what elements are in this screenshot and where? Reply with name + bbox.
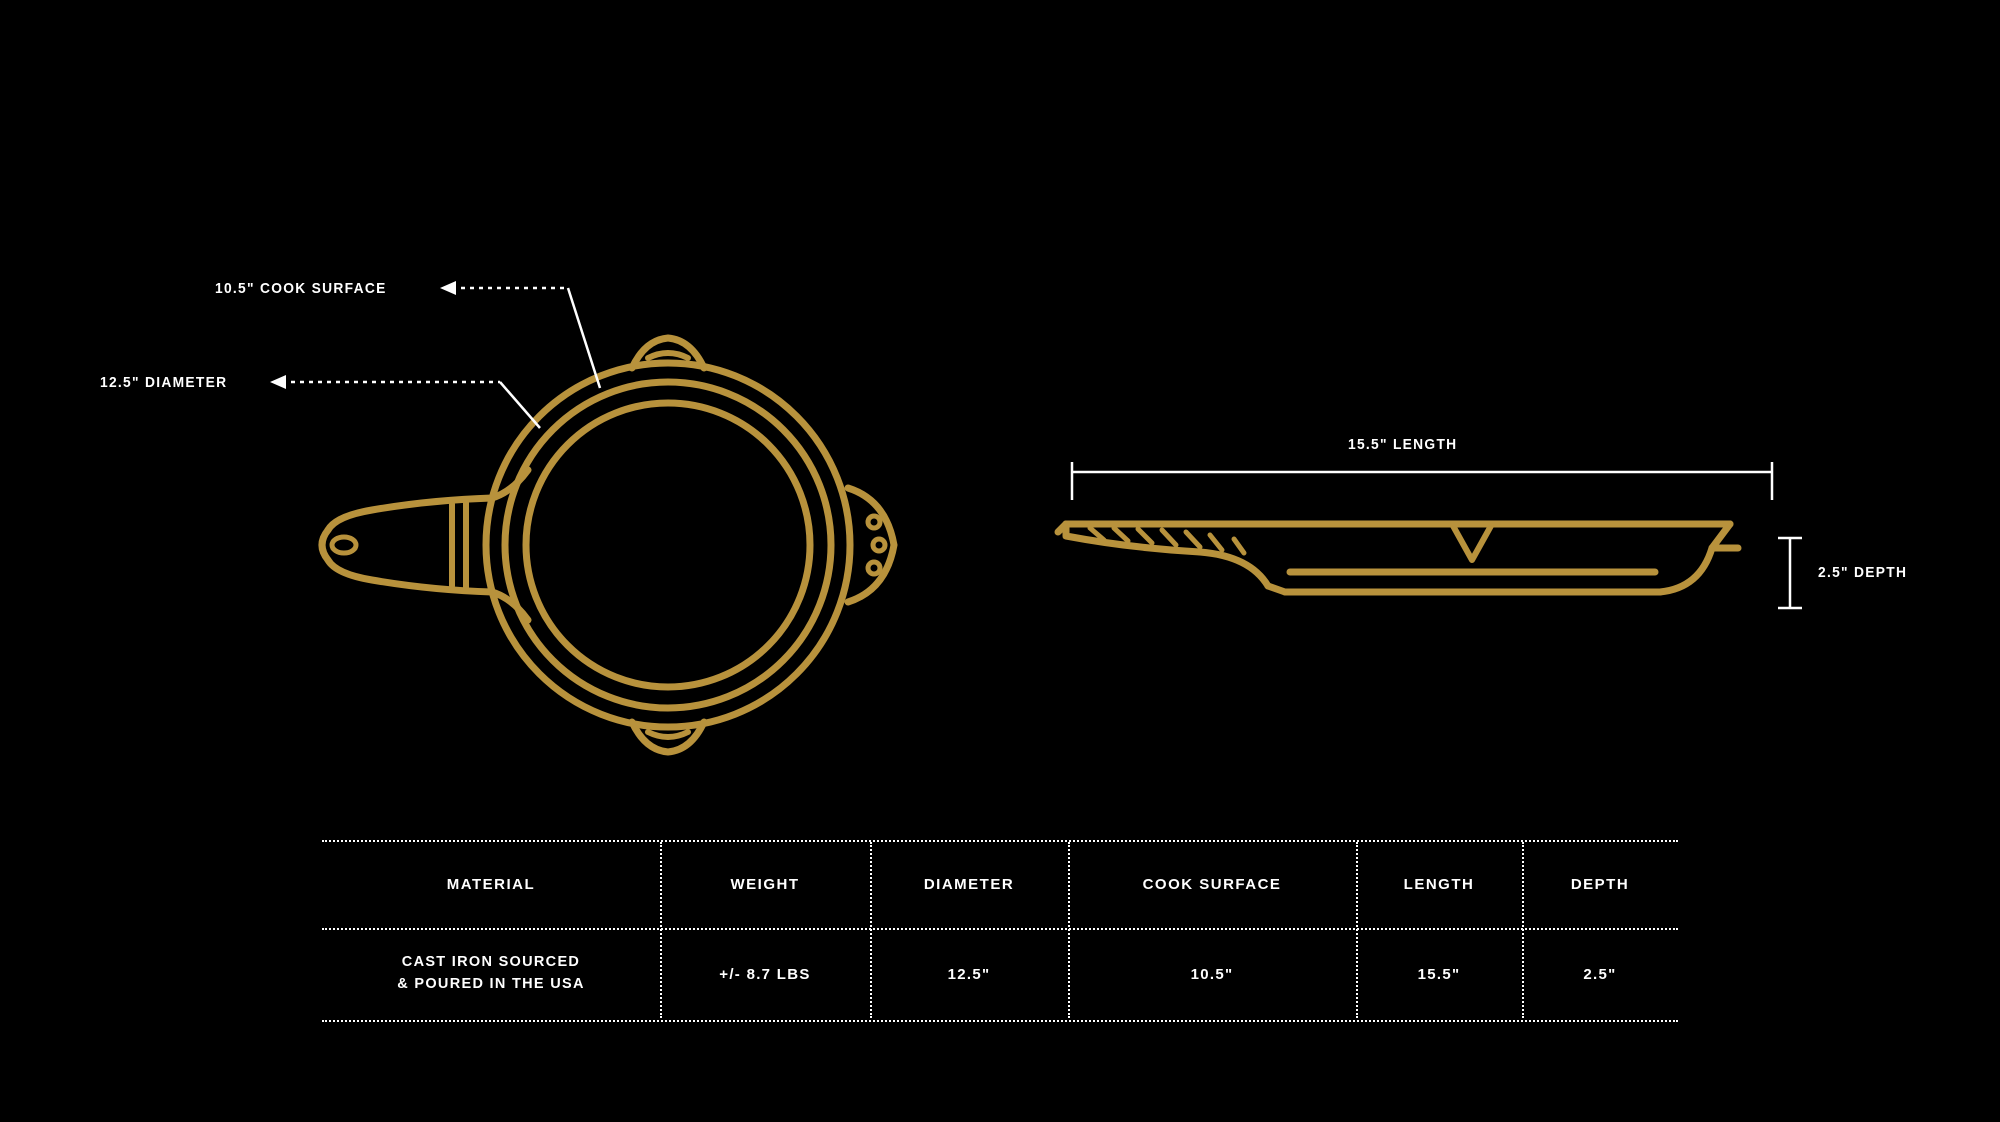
value-material-line1: CAST IRON SOURCED (401, 954, 581, 971)
table-value-row: CAST IRON SOURCED & POURED IN THE USA +/… (322, 928, 1678, 1020)
header-cook-surface: COOK SURFACE (1142, 875, 1282, 893)
table-divider-5 (1522, 842, 1524, 1018)
value-depth: 2.5" (1583, 965, 1617, 983)
table-divider-1 (660, 842, 662, 1018)
left-arrow-icon (440, 281, 456, 295)
label-diameter: 12.5" DIAMETER (100, 374, 228, 391)
table-divider-2 (870, 842, 872, 1018)
header-weight: WEIGHT (730, 875, 800, 893)
table-header-row: MATERIAL WEIGHT DIAMETER COOK SURFACE LE… (322, 840, 1678, 928)
value-length: 15.5" (1417, 965, 1461, 983)
value-material-line2: & POURED IN THE USA (397, 976, 585, 992)
header-depth: DEPTH (1570, 875, 1630, 893)
header-length: LENGTH (1403, 875, 1475, 893)
header-diameter: DIAMETER (923, 875, 1015, 893)
value-weight: +/- 8.7 LBS (719, 965, 811, 983)
value-diameter: 12.5" (947, 965, 991, 983)
value-cook-surface: 10.5" (1190, 965, 1234, 983)
label-depth: 2.5" DEPTH (1818, 564, 1908, 581)
spec-table: MATERIAL WEIGHT DIAMETER COOK SURFACE LE… (322, 840, 1678, 1020)
label-length: 15.5" LENGTH (1348, 436, 1458, 453)
table-divider-4 (1356, 842, 1358, 1018)
table-divider-3 (1068, 842, 1070, 1018)
table-rule-top (322, 840, 1678, 842)
table-rule-bottom (322, 1020, 1678, 1022)
label-cook-surface: 10.5" COOK SURFACE (215, 280, 387, 297)
table-rule-middle (322, 928, 1678, 930)
value-material: CAST IRON SOURCED & POURED IN THE USA (322, 928, 660, 1020)
header-material: MATERIAL (446, 875, 536, 893)
left-arrow-icon (270, 375, 286, 389)
